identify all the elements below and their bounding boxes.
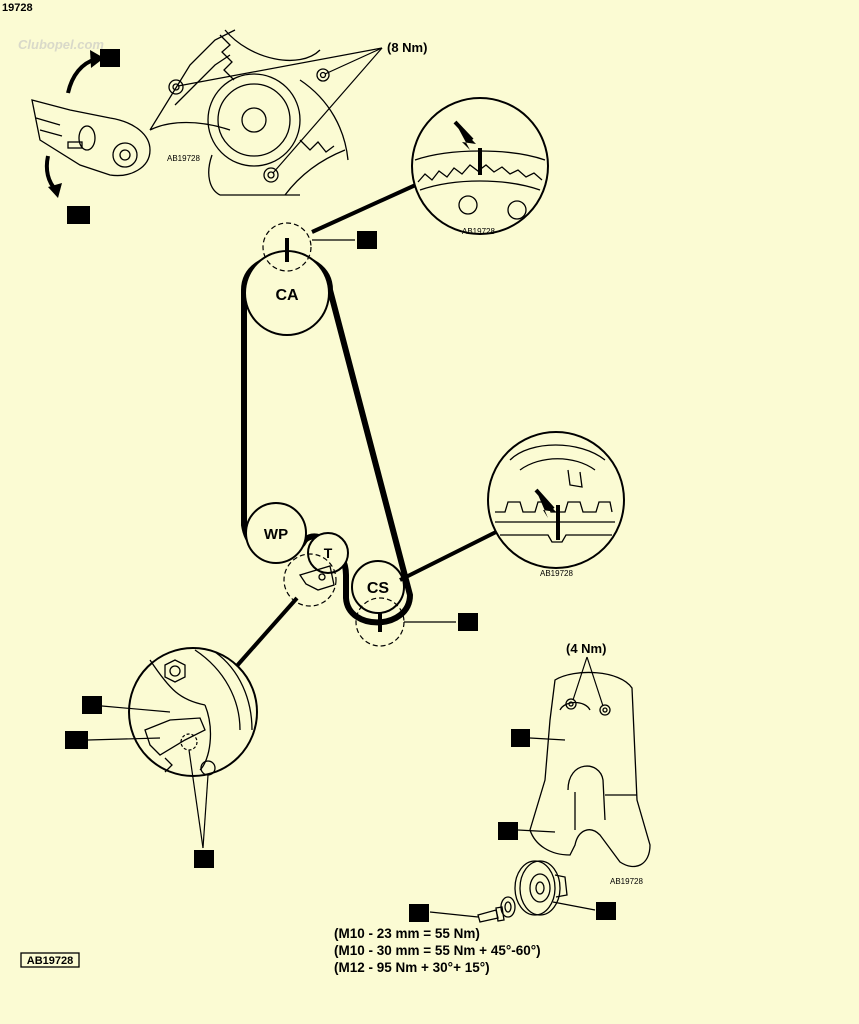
arrow-8-head-icon	[90, 50, 104, 68]
arrow-10-head-icon	[48, 183, 62, 198]
bolt-spec-3: (M12 - 95 Nm + 30°+ 15°)	[334, 960, 490, 975]
zoom-ref-top: AB19728	[462, 227, 495, 236]
callout-11	[65, 731, 88, 749]
leader-2	[429, 911, 479, 918]
callout-9-label: 9	[88, 697, 96, 713]
zoom-ref-right: AB19728	[540, 569, 573, 578]
crank-pulley-parts	[477, 860, 568, 923]
crankshaft-label: CS	[367, 580, 390, 597]
leader-8nm-b	[324, 47, 383, 75]
callout-4	[498, 822, 518, 840]
callout-5-label: 5	[363, 232, 371, 248]
camshaft-pulley-label: CA	[275, 287, 299, 304]
leader-8nm-c	[272, 47, 383, 174]
callout-9	[82, 696, 102, 714]
bolt-spec-2: (M10 - 30 mm = 55 Nm + 45°-60°)	[334, 943, 541, 958]
leader-7b	[202, 774, 209, 849]
bottom-ref-label: AB19728	[27, 955, 73, 967]
callout-3-label: 3	[602, 903, 610, 919]
callout-3	[596, 902, 616, 920]
crankshaft-zoom-detail	[487, 431, 625, 569]
callout-1-label: 1	[516, 730, 524, 746]
torque-8nm: (8 Nm)	[387, 40, 427, 55]
callout-7-label: 7	[200, 851, 208, 867]
callout-8	[100, 49, 120, 67]
bolt-spec-1: (M10 - 23 mm = 55 Nm)	[334, 926, 480, 941]
tensioner-label: T	[324, 545, 333, 561]
callout-5	[357, 231, 377, 249]
callout-2-label: 2	[415, 905, 423, 921]
leader-4nm-b	[586, 656, 604, 707]
zoom-leader-crankshaft	[399, 528, 501, 582]
callout-4-label: 4	[504, 823, 512, 839]
leader-4nm-a	[572, 656, 588, 701]
leader-3	[552, 901, 596, 911]
watermark: Clubopel.com	[18, 37, 104, 52]
camshaft-zoom-detail	[411, 97, 549, 235]
callout-6	[458, 613, 478, 631]
figure-number: 19728	[2, 2, 33, 14]
callout-11-label: 11	[69, 732, 84, 748]
tensioner-zoom-detail	[128, 647, 258, 777]
callout-10	[67, 206, 90, 224]
tensioner-mark-circle	[283, 553, 337, 607]
torque-4nm: (4 Nm)	[566, 641, 606, 656]
tensioner-bracket	[298, 565, 335, 591]
detail-ref-top: AB19728	[167, 154, 200, 163]
zoom-leader-camshaft	[311, 181, 421, 234]
callout-2	[409, 904, 429, 922]
leader-8nm-a	[177, 47, 383, 87]
leader-1	[529, 737, 566, 741]
leader-4	[517, 829, 556, 833]
callout-8-label: 8	[106, 50, 114, 66]
callout-7	[194, 850, 214, 868]
cover-ref: AB19728	[610, 877, 643, 886]
leader-7a	[188, 749, 204, 849]
belt-cover-drawing	[529, 671, 651, 868]
callout-1	[511, 729, 530, 747]
tensioner-pulley	[307, 532, 349, 574]
tensioner-detail-drawing	[31, 29, 349, 196]
callout-10-label: 10	[70, 207, 86, 223]
water-pump-label: WP	[264, 526, 288, 543]
camshaft-mark-circle	[262, 222, 312, 272]
bottom-ref-box	[20, 952, 80, 968]
leader-11	[87, 737, 161, 741]
leader-9	[101, 705, 171, 713]
arrow-10	[44, 155, 58, 192]
zoom-leader-tensioner	[233, 596, 299, 670]
water-pump-pulley	[245, 502, 307, 564]
callout-6-label: 6	[464, 614, 472, 630]
